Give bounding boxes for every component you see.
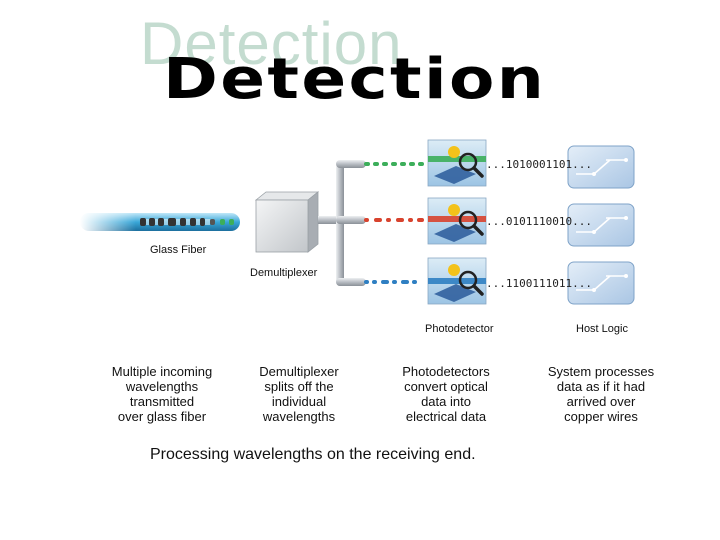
description-line: Multiple incoming [111,364,213,379]
blue-channel-signal [364,280,417,284]
glass-fiber [80,213,240,231]
description-line: transmitted [129,394,195,409]
description-line: individual [271,394,327,409]
title-shadow: Detection [140,10,403,77]
demultiplexer-cube [254,191,320,253]
photodetector-3 [427,257,487,305]
host-logic-label: Host Logic [576,323,628,335]
fiber-signal-dots [140,218,234,226]
diagram-caption: Processing wavelengths on the receiving … [150,446,476,463]
description-line: data into [421,394,471,409]
splitter-pipes [318,160,366,286]
description-line: Photodetectors [402,364,490,379]
demultiplexer-label: Demultiplexer [250,267,318,279]
description-line: over glass fiber [117,409,207,424]
description-photodetectors: Photodetectors convert optical data into… [381,364,511,424]
host-logic-panel-3 [567,261,635,305]
description-demultiplexer: Demultiplexer splits off the individual … [234,364,364,424]
photodetector-2 [427,197,487,245]
bit-stream-2: ...0101110010... [486,215,592,228]
host-logic-panel-1 [567,145,635,189]
description-line: System processes [547,364,655,379]
red-channel-signal [364,218,424,222]
page-title: Detection [163,47,547,112]
description-line: arrived over [566,394,636,409]
description-host-logic: System processes data as if it had arriv… [536,364,666,424]
description-line: electrical data [405,409,487,424]
glass-fiber-label: Glass Fiber [150,244,207,256]
description-line: Demultiplexer [259,364,339,379]
bit-stream-1: ...1010001101... [486,158,592,171]
description-fiber: Multiple incoming wavelengths transmitte… [97,364,227,424]
photodetector-label: Photodetector [425,323,494,335]
bit-stream-3: ...1100111011... [486,277,592,290]
description-line: splits off the [264,379,334,394]
description-line: wavelengths [262,409,336,424]
description-line: convert optical [404,379,488,394]
description-line: wavelengths [125,379,199,394]
host-logic-panel-2 [567,203,635,247]
description-line: copper wires [564,409,638,424]
description-line: data as if it had [556,379,646,394]
photodetector-1 [427,139,487,187]
green-channel-signal [364,162,424,166]
